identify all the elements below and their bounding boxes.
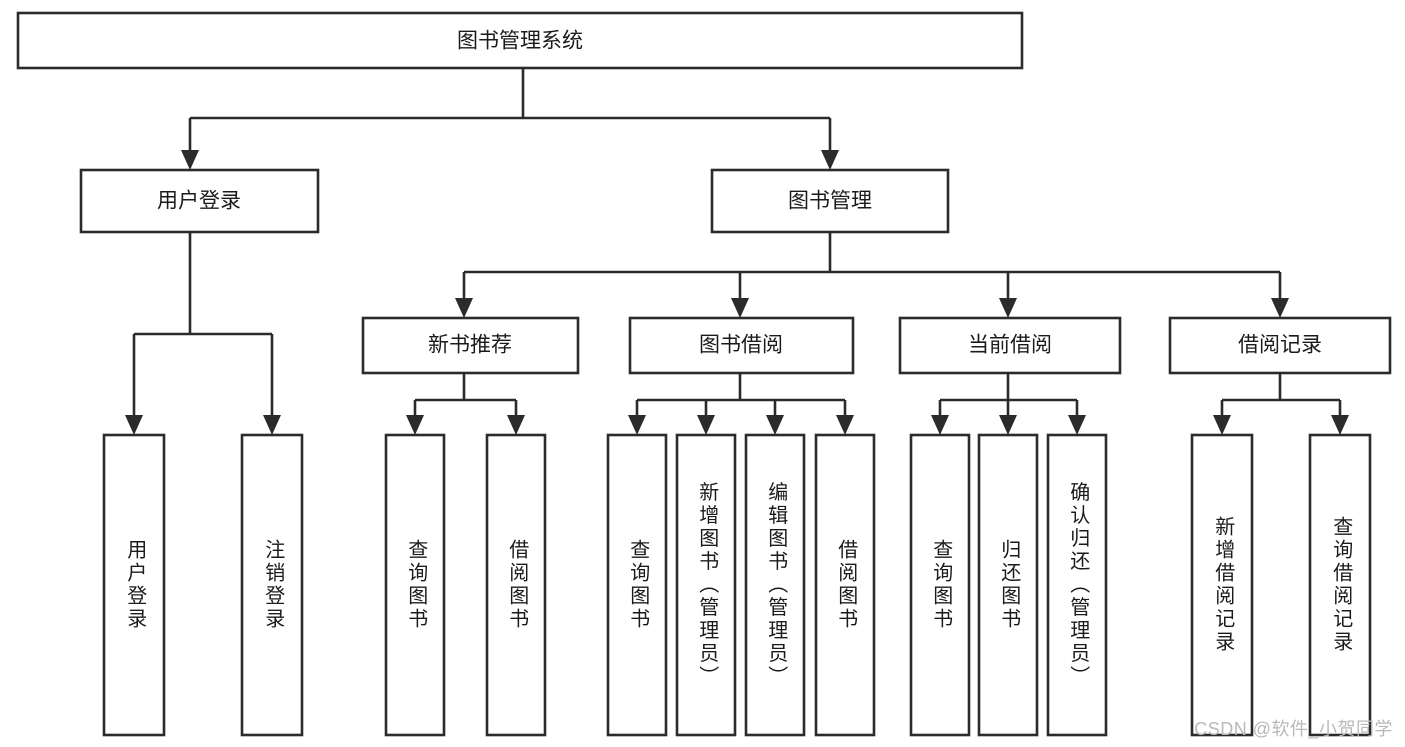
node-current-borrow[interactable]: 当前借阅 (898, 316, 1122, 375)
node-book-borrow-label: 图书借阅 (699, 334, 783, 357)
node-book-manage-box[interactable] (710, 168, 950, 234)
node-leaf-query-book-2[interactable]: 查询图书 (606, 433, 668, 737)
arrow-head-borrow-record (1271, 298, 1289, 318)
node-leaf-query-book-3[interactable]: 查询图书 (909, 433, 971, 737)
node-leaf-query-book-2-box[interactable] (606, 433, 668, 737)
arrow-head-current-borrow (999, 298, 1017, 318)
node-leaf-logout-login[interactable]: 注销登录 (240, 433, 304, 737)
node-leaf-logout-login-label: 注销登录 (262, 539, 285, 631)
arrow-head-leaf-borrow-book-2 (836, 415, 854, 435)
node-leaf-edit-book[interactable]: 编辑图书（管理员） (744, 433, 806, 737)
node-leaf-add-book-label: 新增图书（管理员） (696, 481, 719, 688)
arrow-head-leaf-query-record (1331, 415, 1349, 435)
node-leaf-query-record-box[interactable] (1308, 433, 1372, 737)
node-leaf-user-login[interactable]: 用户登录 (102, 433, 166, 737)
node-leaf-query-record-label: 查询借阅记录 (1330, 516, 1353, 654)
arrow-head-leaf-add-record (1213, 415, 1231, 435)
node-borrow-record[interactable]: 借阅记录 (1168, 316, 1392, 375)
arrow-head-book-borrow (731, 298, 749, 318)
node-leaf-confirm-return-label: 确认归还（管理员） (1067, 481, 1090, 688)
node-leaf-add-book-box[interactable] (675, 433, 737, 737)
node-leaf-confirm-return[interactable]: 确认归还（管理员） (1046, 433, 1108, 737)
arrow-head-leaf-add-book (697, 415, 715, 435)
node-leaf-user-login-box[interactable] (102, 433, 166, 737)
arrow-head-leaf-query-book-2 (628, 415, 646, 435)
node-leaf-return-book-box[interactable] (977, 433, 1039, 737)
node-new-book-recommend[interactable]: 新书推荐 (361, 316, 580, 375)
node-leaf-borrow-book-1[interactable]: 借阅图书 (485, 433, 547, 737)
arrow-head-user-login (181, 150, 199, 170)
node-new-book-recommend-label: 新书推荐 (428, 334, 512, 357)
node-user-login[interactable]: 用户登录 (79, 168, 320, 234)
node-book-borrow-box[interactable] (628, 316, 855, 375)
arrow-head-leaf-query-book-3 (931, 415, 949, 435)
node-leaf-logout-login-box[interactable] (240, 433, 304, 737)
node-leaf-add-book[interactable]: 新增图书（管理员） (675, 433, 737, 737)
node-leaf-add-record-label: 新增借阅记录 (1212, 516, 1235, 654)
arrow-head-leaf-confirm-return (1068, 415, 1086, 435)
node-leaf-query-book-1-label: 查询图书 (405, 539, 428, 631)
node-leaf-borrow-book-2-label: 借阅图书 (835, 539, 858, 631)
node-leaf-query-record[interactable]: 查询借阅记录 (1308, 433, 1372, 737)
node-leaf-return-book-label: 归还图书 (998, 539, 1021, 631)
node-book-manage-label: 图书管理 (788, 190, 872, 213)
node-root[interactable]: 图书管理系统 (16, 11, 1024, 70)
arrow-head-leaf-user-login (125, 415, 143, 435)
node-leaf-query-book-1[interactable]: 查询图书 (384, 433, 446, 737)
node-leaf-query-book-3-box[interactable] (909, 433, 971, 737)
node-current-borrow-label: 当前借阅 (968, 334, 1052, 357)
node-book-manage[interactable]: 图书管理 (710, 168, 950, 234)
node-leaf-query-book-2-label: 查询图书 (627, 539, 650, 631)
node-root-box[interactable] (16, 11, 1024, 70)
node-leaf-confirm-return-box[interactable] (1046, 433, 1108, 737)
node-leaf-add-record[interactable]: 新增借阅记录 (1190, 433, 1254, 737)
node-new-book-recommend-box[interactable] (361, 316, 580, 375)
arrow-head-leaf-return-book (999, 415, 1017, 435)
node-leaf-add-record-box[interactable] (1190, 433, 1254, 737)
arrow-head-leaf-edit-book (766, 415, 784, 435)
arrow-head-book-manage (821, 150, 839, 170)
node-user-login-box[interactable] (79, 168, 320, 234)
arrow-head-leaf-logout-login (263, 415, 281, 435)
node-leaf-user-login-label: 用户登录 (124, 539, 147, 631)
node-current-borrow-box[interactable] (898, 316, 1122, 375)
node-leaf-borrow-book-1-label: 借阅图书 (506, 539, 529, 631)
connector-layer (125, 68, 1349, 435)
node-borrow-record-label: 借阅记录 (1238, 334, 1322, 357)
arrow-head-leaf-borrow-book-1 (507, 415, 525, 435)
csdn-watermark: CSDN @软件_小贺同学 (1194, 719, 1393, 739)
node-leaf-borrow-book-1-box[interactable] (485, 433, 547, 737)
node-book-borrow[interactable]: 图书借阅 (628, 316, 855, 375)
node-leaf-query-book-1-box[interactable] (384, 433, 446, 737)
arrow-head-new-book-recommend (455, 298, 473, 318)
node-leaf-borrow-book-2-box[interactable] (814, 433, 876, 737)
node-leaf-edit-book-box[interactable] (744, 433, 806, 737)
node-root-label: 图书管理系统 (457, 30, 583, 53)
node-leaf-edit-book-label: 编辑图书（管理员） (765, 481, 788, 688)
node-leaf-query-book-3-label: 查询图书 (930, 539, 953, 631)
node-leaf-borrow-book-2[interactable]: 借阅图书 (814, 433, 876, 737)
node-user-login-label: 用户登录 (157, 190, 241, 213)
node-borrow-record-box[interactable] (1168, 316, 1392, 375)
arrow-head-leaf-query-book-1 (406, 415, 424, 435)
node-leaf-return-book[interactable]: 归还图书 (977, 433, 1039, 737)
